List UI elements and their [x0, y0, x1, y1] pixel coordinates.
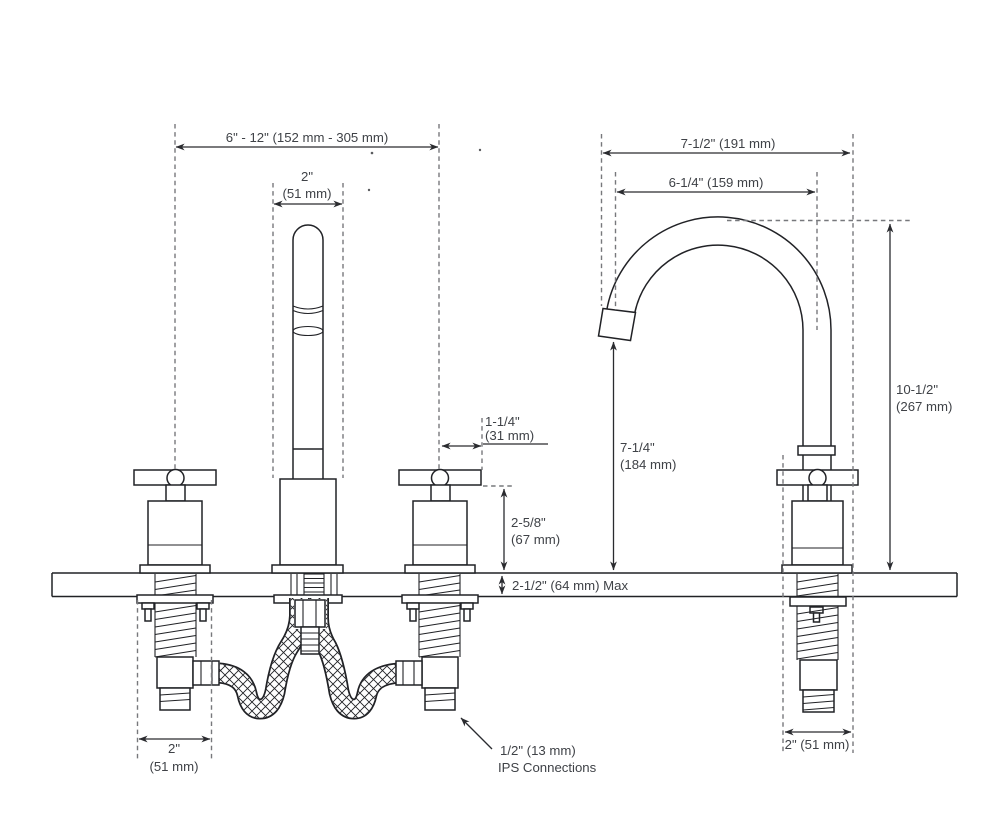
center-shank-in-counter	[290, 573, 338, 597]
print-mark	[367, 188, 371, 192]
side-valve-assembly	[789, 596, 847, 713]
left-supply-hose	[217, 598, 310, 720]
handle-stem	[165, 484, 186, 502]
riser-collar	[797, 445, 836, 456]
side-shank-in-counter	[796, 574, 839, 597]
dim-reach-overall-label: 7-1/2" (191 mm)	[681, 136, 776, 151]
dim-outlet-height-in: 7-1/4"	[620, 440, 655, 455]
right-supply-hose	[307, 598, 401, 720]
ips-leader-arrow	[460, 717, 493, 750]
right-hose-nut	[395, 660, 423, 686]
aerator-tip	[597, 307, 637, 342]
right-valve-assembly	[401, 594, 479, 711]
thread-hatch	[796, 606, 839, 660]
dim-overall-height-in: 10-1/2"	[896, 382, 938, 397]
dim-overall-height-mm: (267 mm)	[896, 399, 952, 414]
cross-handle-hub	[430, 468, 450, 488]
print-mark	[370, 151, 374, 155]
spout-tube	[292, 224, 324, 449]
supply-hoses	[192, 598, 423, 720]
dim-outlet-height-mm: (184 mm)	[620, 457, 676, 472]
spout-inner-arc	[634, 244, 804, 446]
front-view	[133, 224, 482, 720]
handle-flange	[404, 564, 476, 574]
spout-base-block	[279, 478, 337, 566]
handle-flange	[139, 564, 211, 574]
dim-reach-outlet-label: 6-1/4" (159 mm)	[669, 175, 764, 190]
cross-handle-hub	[808, 468, 827, 488]
dim-handle-height-mm: (67 mm)	[511, 532, 560, 547]
handle-stem	[430, 484, 451, 502]
ips-text-label: IPS Connections	[498, 760, 597, 775]
print-mark	[478, 148, 482, 152]
dim-spread-label: 6" - 12" (152 mm - 305 mm)	[226, 130, 389, 145]
dim-shank-left-in: 2"	[168, 741, 180, 756]
dim-shank-right-label: 2" (51 mm)	[785, 737, 850, 752]
right-handle	[398, 468, 482, 574]
handle-flange	[781, 564, 853, 574]
valve-body	[147, 500, 203, 566]
cross-handle-hub	[166, 468, 185, 488]
dim-handle-radius-mm: (31 mm)	[485, 428, 534, 443]
left-valve-assembly	[136, 594, 214, 711]
left-shank-in-counter	[154, 574, 197, 597]
right-shank-in-counter	[418, 574, 461, 597]
dim-deck-label: 2-1/2" (64 mm) Max	[512, 578, 628, 593]
left-hose-nut	[192, 660, 220, 686]
left-handle	[133, 468, 217, 574]
ips-size-label: 1/2" (13 mm)	[500, 743, 576, 758]
gooseneck-spout	[597, 216, 836, 501]
dim-shank-left-mm: (51 mm)	[149, 759, 198, 774]
dimensions: 6" - 12" (152 mm - 305 mm) 2" (51 mm) 7-…	[138, 130, 952, 775]
dim-handle-height-in: 2-5/8"	[511, 515, 546, 530]
side-view	[597, 216, 859, 713]
dim-handle-radius-in: 1-1/4"	[485, 414, 520, 429]
dim-spout-width-mm: (51 mm)	[282, 186, 331, 201]
thread-hatch	[154, 604, 197, 658]
dim-spout-width-in: 2"	[301, 169, 313, 184]
thread-hatch	[418, 604, 461, 658]
spout-flange	[271, 564, 344, 574]
extension-lines	[136, 124, 912, 760]
spout-front	[271, 224, 344, 574]
valve-body	[412, 500, 468, 566]
center-tee-nut	[294, 599, 326, 655]
handle-stem	[807, 484, 828, 502]
spout-outer-arc	[605, 216, 832, 446]
valve-body	[791, 500, 844, 566]
side-handle	[776, 468, 859, 574]
